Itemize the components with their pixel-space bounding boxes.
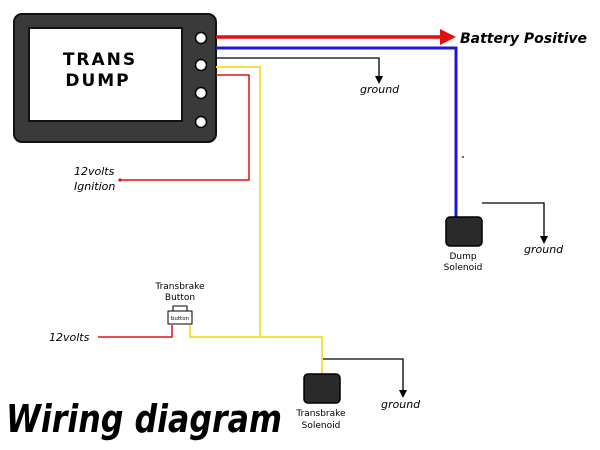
dump-solenoid-body [445,216,483,247]
ignition-label-line2: Ignition [74,180,115,193]
dump-solenoid-label-line2: Solenoid [444,263,483,273]
module-ground-wire [216,57,380,78]
volts-12-label: 12volts [49,331,90,344]
dump-solenoid-blue-wire [216,46,458,220]
terminal-4 [194,115,208,129]
dump-ground-arrow [540,236,548,244]
button-body-label: button [171,316,190,322]
ignition-red-wire [120,74,250,181]
ignition-label-line1: 12volts [74,165,115,178]
dump-solenoid-ground-wire [482,202,545,238]
stray-dot [462,156,464,158]
module-label-line2: DUMP [65,71,130,91]
trans-dump-module: TRANS DUMP [13,13,217,143]
module-screen [28,27,183,122]
ground-top-label: ground [360,83,400,96]
battery-positive-label: Battery Positive [460,31,587,47]
terminal-2 [194,58,208,72]
diagram-title: Wiring diagram [6,397,282,441]
button-body [167,310,193,325]
transbrake-solenoid-body [303,373,341,404]
button-title-line1: Transbrake [154,282,205,292]
transbrake-ground-arrow [399,390,407,398]
module-label-line1: TRANS [63,50,137,70]
battery-arrow-head [440,29,456,45]
module-ground-arrow [375,76,383,84]
transbrake-solenoid: ground Transbrake Solenoid [295,358,421,431]
button-12v-red-wire [98,325,173,338]
transbrake-solenoid-label-line2: Solenoid [302,421,341,431]
ignition-wire-end [118,178,122,182]
transbrake-ground-label: ground [381,398,421,411]
terminal-1 [194,31,208,45]
transbrake-button: Transbrake Button button [154,282,205,325]
terminal-3 [194,86,208,100]
transbrake-solenoid-ground-wire [323,358,404,392]
dump-ground-label: ground [524,243,564,256]
button-title-line2: Button [165,293,195,303]
transbrake-solenoid-label-line1: Transbrake [295,409,346,419]
dump-solenoid: ground Dump Solenoid [444,202,564,273]
dump-solenoid-label-line1: Dump [449,252,476,262]
yellow-wire-to-transbrake-solenoid [260,336,323,377]
